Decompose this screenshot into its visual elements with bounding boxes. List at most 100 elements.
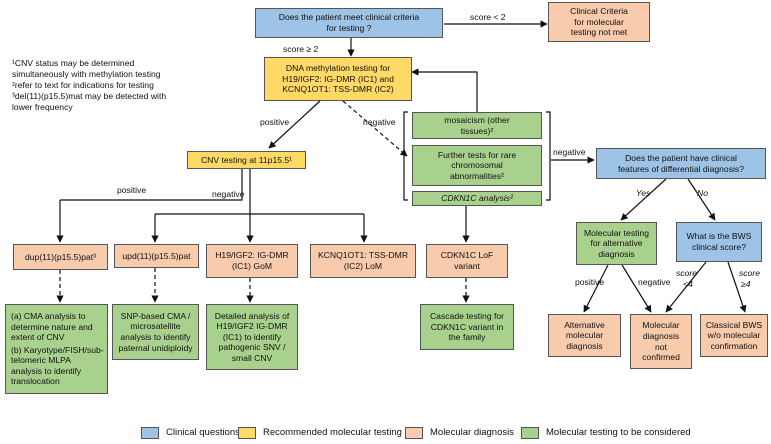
node-classical-bws: Classical BWS w/o molecular confirmation bbox=[700, 314, 768, 357]
footnote-line: ²refer to text for indications for testi… bbox=[12, 80, 154, 90]
node-text: CNV testing at 11p15.5¹ bbox=[200, 154, 293, 165]
node-text: H19/IGF2: IG-DMR bbox=[215, 250, 289, 261]
node-text: clinical score? bbox=[692, 242, 746, 252]
node-text: H19/IGF2 IG-DMR bbox=[216, 321, 288, 332]
node-text: CDKN1C analysis² bbox=[441, 193, 513, 204]
node-text: translocation bbox=[11, 376, 60, 387]
node-text: microsatellite bbox=[130, 321, 181, 332]
node-text: diagnosis bbox=[566, 340, 603, 351]
legend-label: Clinical questions bbox=[166, 427, 240, 438]
node-text: confirmed bbox=[642, 352, 680, 363]
node-text: Alternative bbox=[564, 319, 605, 330]
edge-label-score-ge2: score ≥ 2 bbox=[283, 44, 319, 54]
node-text: confirmation bbox=[710, 340, 758, 351]
node-text: tissues)² bbox=[460, 125, 494, 136]
node-text: features of differential diagnosis? bbox=[618, 163, 744, 174]
node-mosaicism: mosaicism (other tissues)² bbox=[412, 112, 542, 139]
node-text: for testing ? bbox=[326, 23, 372, 33]
legend: Clinical questions Recommended molecular… bbox=[0, 425, 771, 441]
node-text: Clinical Criteria bbox=[570, 6, 628, 17]
node-cnv-testing: CNV testing at 11p15.5¹ bbox=[187, 151, 306, 169]
node-cascade-testing: Cascade testing for CDKN1C variant in th… bbox=[420, 304, 514, 350]
node-dup-pat: dup(11)(p15.5)pat³ bbox=[13, 244, 108, 270]
legend-label: Molecular testing to be considered bbox=[546, 427, 691, 438]
edge-label-negative: negative bbox=[553, 147, 586, 157]
node-snp-cma: SNP-based CMA / microsatellite analysis … bbox=[112, 304, 199, 360]
node-text: (a) CMA analysis to bbox=[11, 310, 86, 321]
legend-swatch-diagnosis bbox=[405, 427, 423, 439]
edge-label-score-lt4-value: <4 bbox=[683, 279, 693, 289]
node-text: (IC1) to identify bbox=[222, 331, 282, 342]
node-text: diagnosis bbox=[598, 248, 635, 259]
node-text: pathogenic SNV / bbox=[218, 342, 286, 353]
node-text: CDKN1C LoF bbox=[440, 250, 494, 261]
node-text: Further tests for rare bbox=[437, 149, 517, 160]
node-text: dup(11)(p15.5)pat³ bbox=[24, 251, 97, 262]
node-text: (IC2) LoM bbox=[343, 261, 383, 271]
arrow-alt-negative bbox=[621, 264, 652, 313]
node-text: (b) Karyotype/FISH/sub- bbox=[11, 344, 104, 355]
edge-label-positive: positive bbox=[260, 117, 290, 127]
node-text: Does the patient meet clinical criteria bbox=[278, 12, 420, 23]
legend-label: Molecular diagnosis bbox=[430, 427, 514, 438]
node-further-tests: Further tests for rare chromosomal abnor… bbox=[412, 145, 542, 186]
edge-label-negative: negative bbox=[363, 117, 396, 127]
node-cma-analysis: (a) CMA analysis to determine nature and… bbox=[5, 304, 108, 394]
node-text: variant bbox=[454, 261, 480, 271]
edge-label-score-ge4: score bbox=[739, 268, 761, 278]
legend-swatch-recommended bbox=[238, 427, 256, 439]
arrow-negative-further bbox=[342, 100, 408, 157]
legend-swatch-clinical bbox=[141, 427, 159, 439]
node-text: Does the patient have clinical bbox=[625, 152, 737, 163]
node-text: Molecular testing bbox=[584, 227, 649, 238]
bracket-left bbox=[403, 111, 408, 201]
node-text: extent of CNV bbox=[11, 332, 65, 343]
edge-label-score-lt4: score bbox=[676, 268, 698, 278]
edge-label-no: No bbox=[697, 188, 708, 198]
arrow-score-lt4 bbox=[665, 261, 707, 313]
node-text: SNP-based CMA / bbox=[120, 310, 191, 321]
node-text: (IC1) GoM bbox=[231, 261, 273, 271]
footnote-line: ¹CNV status may be determined bbox=[12, 58, 135, 68]
node-text: analysis to identify bbox=[11, 365, 82, 376]
node-upd-pat: upd(11)(p15.5)pat bbox=[114, 244, 199, 268]
node-text: What is the BWS bbox=[686, 231, 752, 242]
arrow-score-ge4 bbox=[727, 261, 747, 313]
edge-label-negative: negative bbox=[212, 189, 245, 199]
node-text: CDKN1C variant in bbox=[430, 321, 504, 332]
edge-label-positive: positive bbox=[575, 277, 605, 287]
node-cdkn1c-lof: CDKN1C LoF variant bbox=[426, 244, 508, 278]
node-criteria-not-met: Clinical Criteria for molecular testing … bbox=[548, 2, 650, 42]
node-differential-diagnosis-question: Does the patient have clinical features … bbox=[596, 148, 766, 179]
node-text: mosaicism (other bbox=[444, 114, 510, 125]
node-cdkn1c-analysis: CDKN1C analysis² bbox=[412, 191, 542, 206]
node-text: not bbox=[655, 341, 667, 352]
node-text: Cascade testing for bbox=[429, 311, 505, 322]
arrow-alt-positive bbox=[583, 264, 609, 313]
footnotes: ¹CNV status may be determined simultaneo… bbox=[12, 58, 192, 113]
node-bws-score-question: What is the BWS clinical score? bbox=[676, 222, 762, 262]
node-text: Molecular bbox=[642, 320, 680, 331]
node-text: paternal unidiploidy bbox=[118, 342, 193, 353]
node-molecular-testing-alternative: Molecular testing for alternative diagno… bbox=[576, 222, 657, 265]
node-alternative-diagnosis: Alternative molecular diagnosis bbox=[548, 314, 621, 357]
node-text: Classical BWS bbox=[705, 319, 763, 330]
node-detailed-analysis: Detailed analysis of H19/IGF2 IG-DMR (IC… bbox=[206, 304, 298, 370]
node-text: w/o molecular bbox=[707, 330, 761, 341]
node-text: KCNQ1OT1: TSS-DMR bbox=[317, 250, 409, 261]
node-text: chromosomal bbox=[451, 160, 503, 171]
edge-label-yes: Yes bbox=[636, 188, 651, 198]
arrow-back-to-methylation bbox=[411, 68, 478, 112]
node-text: upd(11)(p15.5)pat bbox=[122, 250, 191, 261]
bracket-right bbox=[546, 111, 551, 201]
node-text: DNA methylation testing for bbox=[285, 63, 391, 74]
footnote-line: simultaneously with methylation testing bbox=[12, 69, 161, 79]
node-text: telomeric MLPA bbox=[11, 355, 72, 366]
edge-label-score-ge4-value: ≥4 bbox=[741, 279, 751, 289]
node-text: H19/IGF2: IG-DMR (IC1) and bbox=[282, 73, 394, 84]
footnote-line: ³del(11)(p15.5)mat may be detected with bbox=[12, 91, 167, 101]
arrow-no bbox=[687, 178, 716, 221]
node-h19-gom: H19/IGF2: IG-DMR (IC1) GoM bbox=[206, 244, 298, 278]
node-diagnosis-not-confirmed: Molecular diagnosis not confirmed bbox=[630, 314, 692, 369]
